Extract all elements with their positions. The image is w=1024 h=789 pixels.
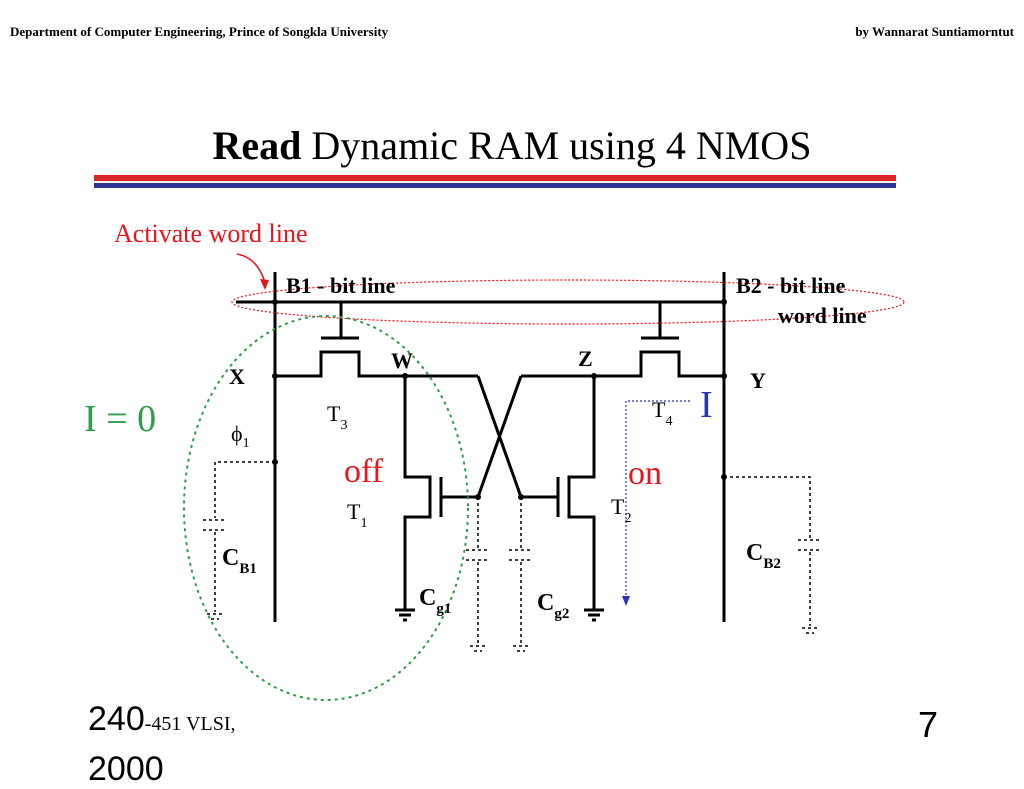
t3-label: T3 <box>327 401 347 433</box>
activate-arrowhead <box>260 279 269 290</box>
header-author: by Wannarat Suntiamorntut <box>855 24 1014 39</box>
t1-state-label: off <box>344 453 384 490</box>
activate-arrow <box>236 253 266 284</box>
course-year: 2000 <box>88 750 164 788</box>
t1-body <box>403 376 432 600</box>
cross-wire-2 <box>476 375 523 498</box>
node-y-label: Y <box>750 368 766 393</box>
b1-label: B1 - bit line <box>286 273 396 298</box>
circuit-labels: Activate word line B1 - bit line B2 - bi… <box>84 219 867 622</box>
title-rule-red <box>94 175 896 181</box>
cg2-label: Cg2 <box>537 590 569 622</box>
b2-label: B2 - bit line <box>736 273 846 298</box>
slide-title: Read Dynamic RAM using 4 NMOS <box>0 122 1024 169</box>
t2-body <box>567 376 596 600</box>
circuit-diagram: Activate word line B1 - bit line B2 - bi… <box>84 219 905 701</box>
word-line-label: word line <box>778 303 867 328</box>
node-w-label: W <box>391 348 413 373</box>
title-rest: Dynamic RAM using 4 NMOS <box>301 123 812 168</box>
node-x-label: X <box>229 364 245 389</box>
course-number: 240 <box>88 700 145 738</box>
cb1-label: CB1 <box>222 545 257 577</box>
t4-label: T4 <box>652 397 672 429</box>
header-department: Department of Computer Engineering, Prin… <box>10 24 389 39</box>
title-bold: Read <box>212 123 302 168</box>
t3-channel <box>275 350 478 378</box>
parasitic-capacitors <box>203 461 822 652</box>
t4-channel <box>521 350 724 378</box>
course-name: -451 VLSI, <box>144 713 236 735</box>
page-number: 7 <box>917 704 938 745</box>
circuit-wires <box>236 272 726 622</box>
footer-course: 240-451 VLSI, <box>88 700 235 739</box>
title-rule-blue <box>94 183 896 188</box>
i-zero-label: I = 0 <box>84 398 156 440</box>
zero-current-region <box>183 315 469 701</box>
word-line-highlight <box>231 279 905 325</box>
phi-label: ϕ1 <box>231 421 250 451</box>
cb2-label: CB2 <box>746 540 781 572</box>
cg1-label: Cg1 <box>419 585 451 617</box>
t1-label: T1 <box>347 499 367 531</box>
current-label: I <box>700 384 713 426</box>
current-path <box>625 400 690 600</box>
node-z-label: Z <box>578 346 593 371</box>
t2-state-label: on <box>628 455 662 492</box>
t2-label: T2 <box>611 494 631 526</box>
current-arrowhead <box>622 596 630 606</box>
activate-label: Activate word line <box>114 219 308 248</box>
